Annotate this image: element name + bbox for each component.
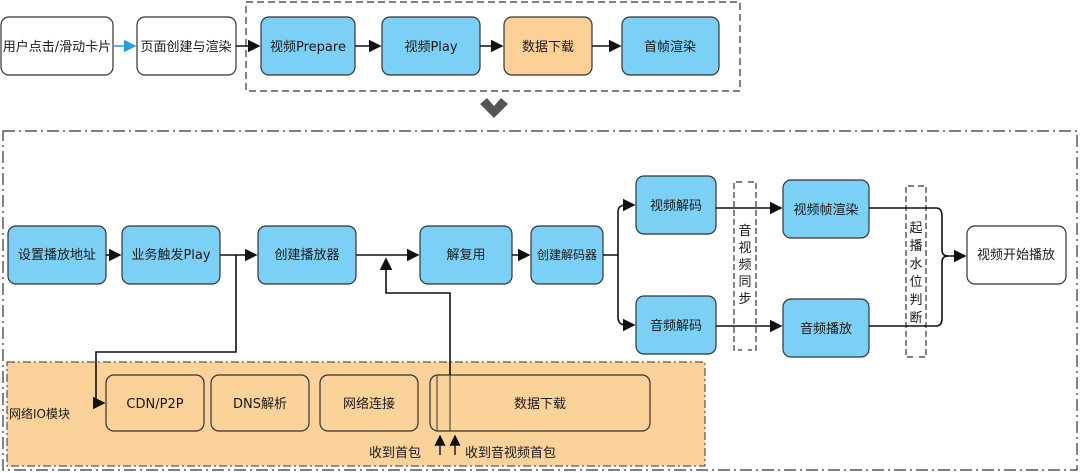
- node-audio-play: 音频播放: [782, 298, 870, 358]
- node-connect: 网络连接: [319, 374, 419, 432]
- node-data-download: 数据下载: [503, 16, 593, 76]
- node-user-action: 用户点击/滑动卡片: [0, 16, 114, 76]
- node-connect-label: 网络连接: [343, 396, 395, 412]
- arrow-trigger-to-cdn: [92, 255, 237, 410]
- node-first-frame: 首帧渲染: [621, 16, 720, 76]
- node-trigger-play-label: 业务触发Play: [131, 247, 210, 263]
- node-user-action-label: 用户点击/滑动卡片: [3, 39, 111, 55]
- node-data-download-label: 数据下载: [522, 40, 574, 55]
- node-video-play-label: 视频Play: [404, 40, 457, 55]
- start-watermark-bar: 起播水位判断: [905, 185, 927, 358]
- node-audio-decode-label: 音频解码: [650, 318, 702, 334]
- node-video-frame-render-label: 视频帧渲染: [793, 203, 858, 218]
- top-group-frame: [245, 1, 741, 92]
- node-set-url: 设置播放地址: [7, 225, 107, 285]
- node-io-download-label: 数据下载: [514, 397, 566, 412]
- node-video-prepare: 视频Prepare: [260, 16, 356, 76]
- node-create-player-label: 创建播放器: [274, 248, 339, 263]
- node-page-render: 页面创建与渲染: [136, 16, 237, 76]
- node-video-start-label: 视频开始播放: [977, 248, 1055, 263]
- node-set-url-label: 设置播放地址: [18, 248, 96, 263]
- node-dns: DNS解析: [210, 374, 310, 432]
- expand-down-arrow-icon: [480, 98, 508, 118]
- arrow-decoder-to-audio-decode: [617, 255, 636, 332]
- node-video-frame-render: 视频帧渲染: [782, 179, 870, 239]
- node-video-start: 视频开始播放: [966, 225, 1067, 285]
- bottom-group-frame: [2, 130, 1078, 471]
- start-watermark-label: 起播水位判断: [909, 221, 922, 326]
- node-first-frame-label: 首帧渲染: [644, 40, 696, 55]
- arrow-audio-play-to-start: [869, 255, 949, 327]
- node-video-play: 视频Play: [381, 16, 481, 76]
- node-video-decode: 视频解码: [635, 175, 717, 235]
- node-demux: 解复用: [419, 225, 513, 285]
- node-page-render-label: 页面创建与渲染: [140, 40, 231, 55]
- av-sync-label: 音视频同步: [738, 223, 751, 307]
- first-av-packet-label: 收到音视频首包: [465, 445, 556, 461]
- av-sync-bar: 音视频同步: [733, 181, 757, 351]
- node-video-prepare-label: 视频Prepare: [270, 40, 346, 55]
- node-create-decoder-label: 创建解码器: [537, 248, 597, 262]
- node-demux-label: 解复用: [446, 248, 485, 263]
- io-module-title: 网络IO模块: [9, 406, 70, 421]
- arrow-io-to-demux: [379, 257, 451, 375]
- node-audio-decode: 音频解码: [635, 295, 717, 355]
- node-create-player: 创建播放器: [257, 225, 357, 285]
- node-dns-label: DNS解析: [233, 397, 287, 412]
- node-cdn-label: CDN/P2P: [126, 397, 183, 412]
- node-audio-play-label: 音频播放: [800, 321, 852, 337]
- node-create-decoder: 创建解码器: [530, 225, 604, 285]
- first-packet-label: 收到首包: [369, 446, 421, 461]
- node-io-download: 数据下载: [429, 374, 651, 432]
- node-video-decode-label: 视频解码: [650, 199, 702, 214]
- node-trigger-play: 业务触发Play: [121, 225, 221, 285]
- arrow-decoder-to-video-decode: [603, 198, 636, 256]
- node-cdn-p2p: CDN/P2P: [105, 374, 205, 432]
